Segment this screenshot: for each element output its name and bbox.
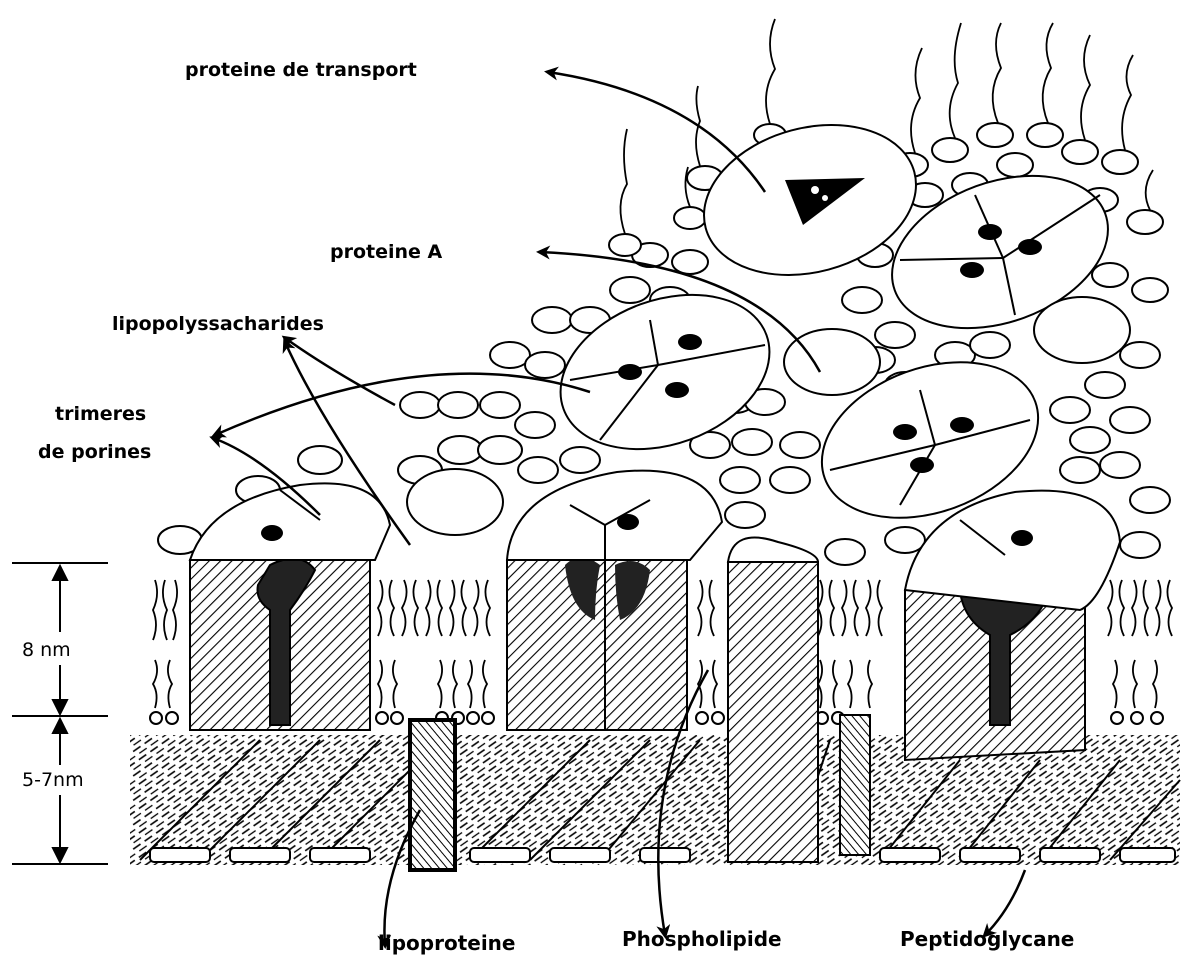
porin-trimer-left (190, 483, 390, 560)
porin-block-middle (507, 558, 687, 731)
protein-a-oval (784, 329, 880, 395)
lipoprotein-rod (410, 720, 455, 870)
label-phospholipid: Phospholipide (622, 927, 782, 951)
thickness-ruler (12, 563, 108, 864)
label-thickness-outer: 8 nm (22, 639, 71, 661)
label-transport-protein: proteine de transport (185, 59, 417, 81)
protein-a-oval-2 (407, 469, 503, 535)
label-porin-trimers-line2: de porines (38, 441, 151, 463)
label-peptidoglycan: Peptidoglycane (900, 927, 1074, 951)
label-lipopolysaccharides: lipopolyssacharides (112, 313, 324, 335)
porin-trimer-middle (507, 471, 722, 560)
arrow-peptidoglycan (985, 870, 1025, 935)
lipoprotein-block-top (728, 538, 818, 563)
porin-block-left (190, 559, 370, 730)
label-protein-a: proteine A (330, 241, 443, 263)
label-thickness-peptidoglycan: 5-7nm (22, 769, 84, 791)
lipoprotein-block (728, 562, 818, 862)
lipoprotein-rod-2 (840, 715, 870, 855)
protein-a-oval-3 (1034, 297, 1130, 363)
label-porin-trimers-line1: trimeres (55, 403, 146, 425)
label-lipoprotein: lipoproteine (378, 931, 515, 955)
arrow-lps-1 (285, 338, 395, 405)
peptidoglycan-layer (130, 735, 1180, 865)
